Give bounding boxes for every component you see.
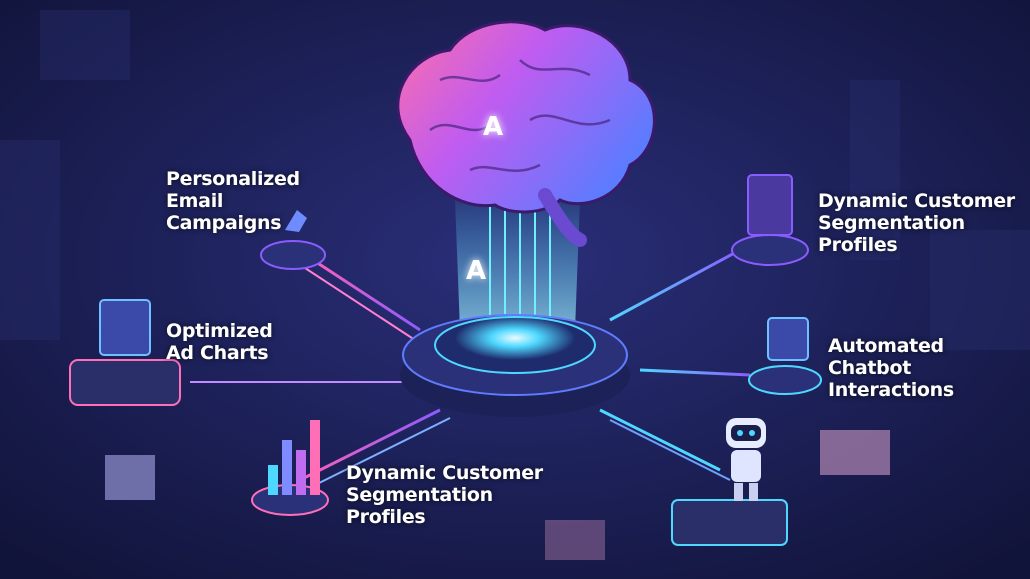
label-optimized-ad-charts: Optimized Ad Charts <box>166 320 273 364</box>
label-automated-chatbot: Automated Chatbot Interactions <box>828 335 954 401</box>
chatbot-node <box>748 317 822 395</box>
connector-lines <box>190 248 751 491</box>
ad-chart-node <box>69 299 181 406</box>
label-line: Ad Charts <box>166 342 269 364</box>
label-line: Profiles <box>346 506 426 528</box>
label-line: Automated <box>828 335 944 357</box>
decor-cubes <box>105 430 890 560</box>
central-platform <box>400 314 630 417</box>
label-line: Chatbot <box>828 357 912 379</box>
label-line: Campaigns <box>166 212 282 234</box>
robot <box>671 418 788 546</box>
bar-chart-node <box>251 420 329 516</box>
label-line: Dynamic Customer <box>818 190 1015 212</box>
email-node <box>260 210 326 270</box>
label-line: Email <box>166 190 224 212</box>
label-line: Personalized <box>166 168 300 190</box>
label-segmentation-right: Dynamic Customer Segmentation Profiles <box>818 190 1015 256</box>
brain-letter: A <box>483 112 504 142</box>
label-segmentation-bottom: Dynamic Customer Segmentation Profiles <box>346 462 543 528</box>
label-line: Interactions <box>828 379 954 401</box>
label-personalized-email: Personalized Email Campaigns <box>166 168 300 234</box>
label-line: Segmentation <box>818 212 965 234</box>
label-line: Optimized <box>166 320 273 342</box>
background-blocks <box>0 10 1030 350</box>
light-beam <box>455 200 580 330</box>
label-line: Segmentation <box>346 484 493 506</box>
brain <box>396 20 656 247</box>
segmentation-node <box>731 174 809 266</box>
label-line: Dynamic Customer <box>346 462 543 484</box>
beam-letter: A <box>466 256 487 286</box>
label-line: Profiles <box>818 234 898 256</box>
